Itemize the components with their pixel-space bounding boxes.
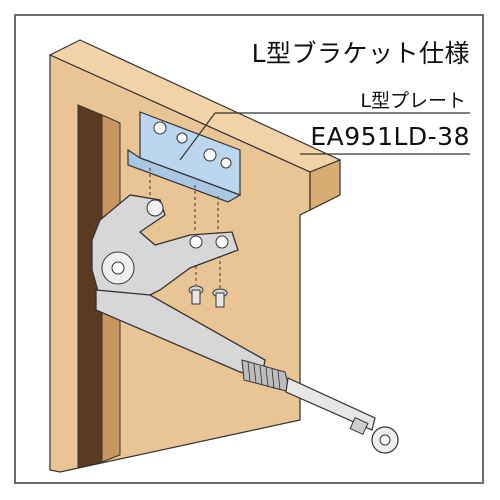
plate-label: L型プレート [360, 90, 466, 112]
screw-icon [188, 285, 228, 308]
plate-hole-2 [176, 132, 188, 144]
screw-shank-2 [215, 292, 225, 308]
screw-shank-1 [191, 289, 201, 305]
rod-nut [349, 416, 369, 436]
plate-hole-4 [220, 157, 232, 169]
frame-right-side [309, 159, 341, 211]
closer-rod [285, 377, 376, 431]
l-bracket-icon [127, 111, 242, 203]
callout-lines [179, 112, 470, 161]
plate-hole-3 [203, 148, 217, 162]
spring-coils [247, 361, 281, 391]
arm-pivot-mid [189, 235, 203, 249]
part-number: EA951LD-38 [310, 122, 470, 151]
arm-pivot-main-inner [111, 261, 125, 275]
door-closer-arm-icon [91, 194, 399, 454]
illustration-frame [14, 14, 484, 484]
rod-end-hole [379, 434, 391, 446]
leader-line [179, 112, 216, 161]
arm-pivot-right [215, 235, 229, 249]
page-title: L型ブラケット仕様 [251, 39, 470, 68]
arm-pivot-top [146, 199, 164, 217]
l-plate-flange [127, 148, 242, 203]
plate-hole-1 [153, 121, 167, 135]
